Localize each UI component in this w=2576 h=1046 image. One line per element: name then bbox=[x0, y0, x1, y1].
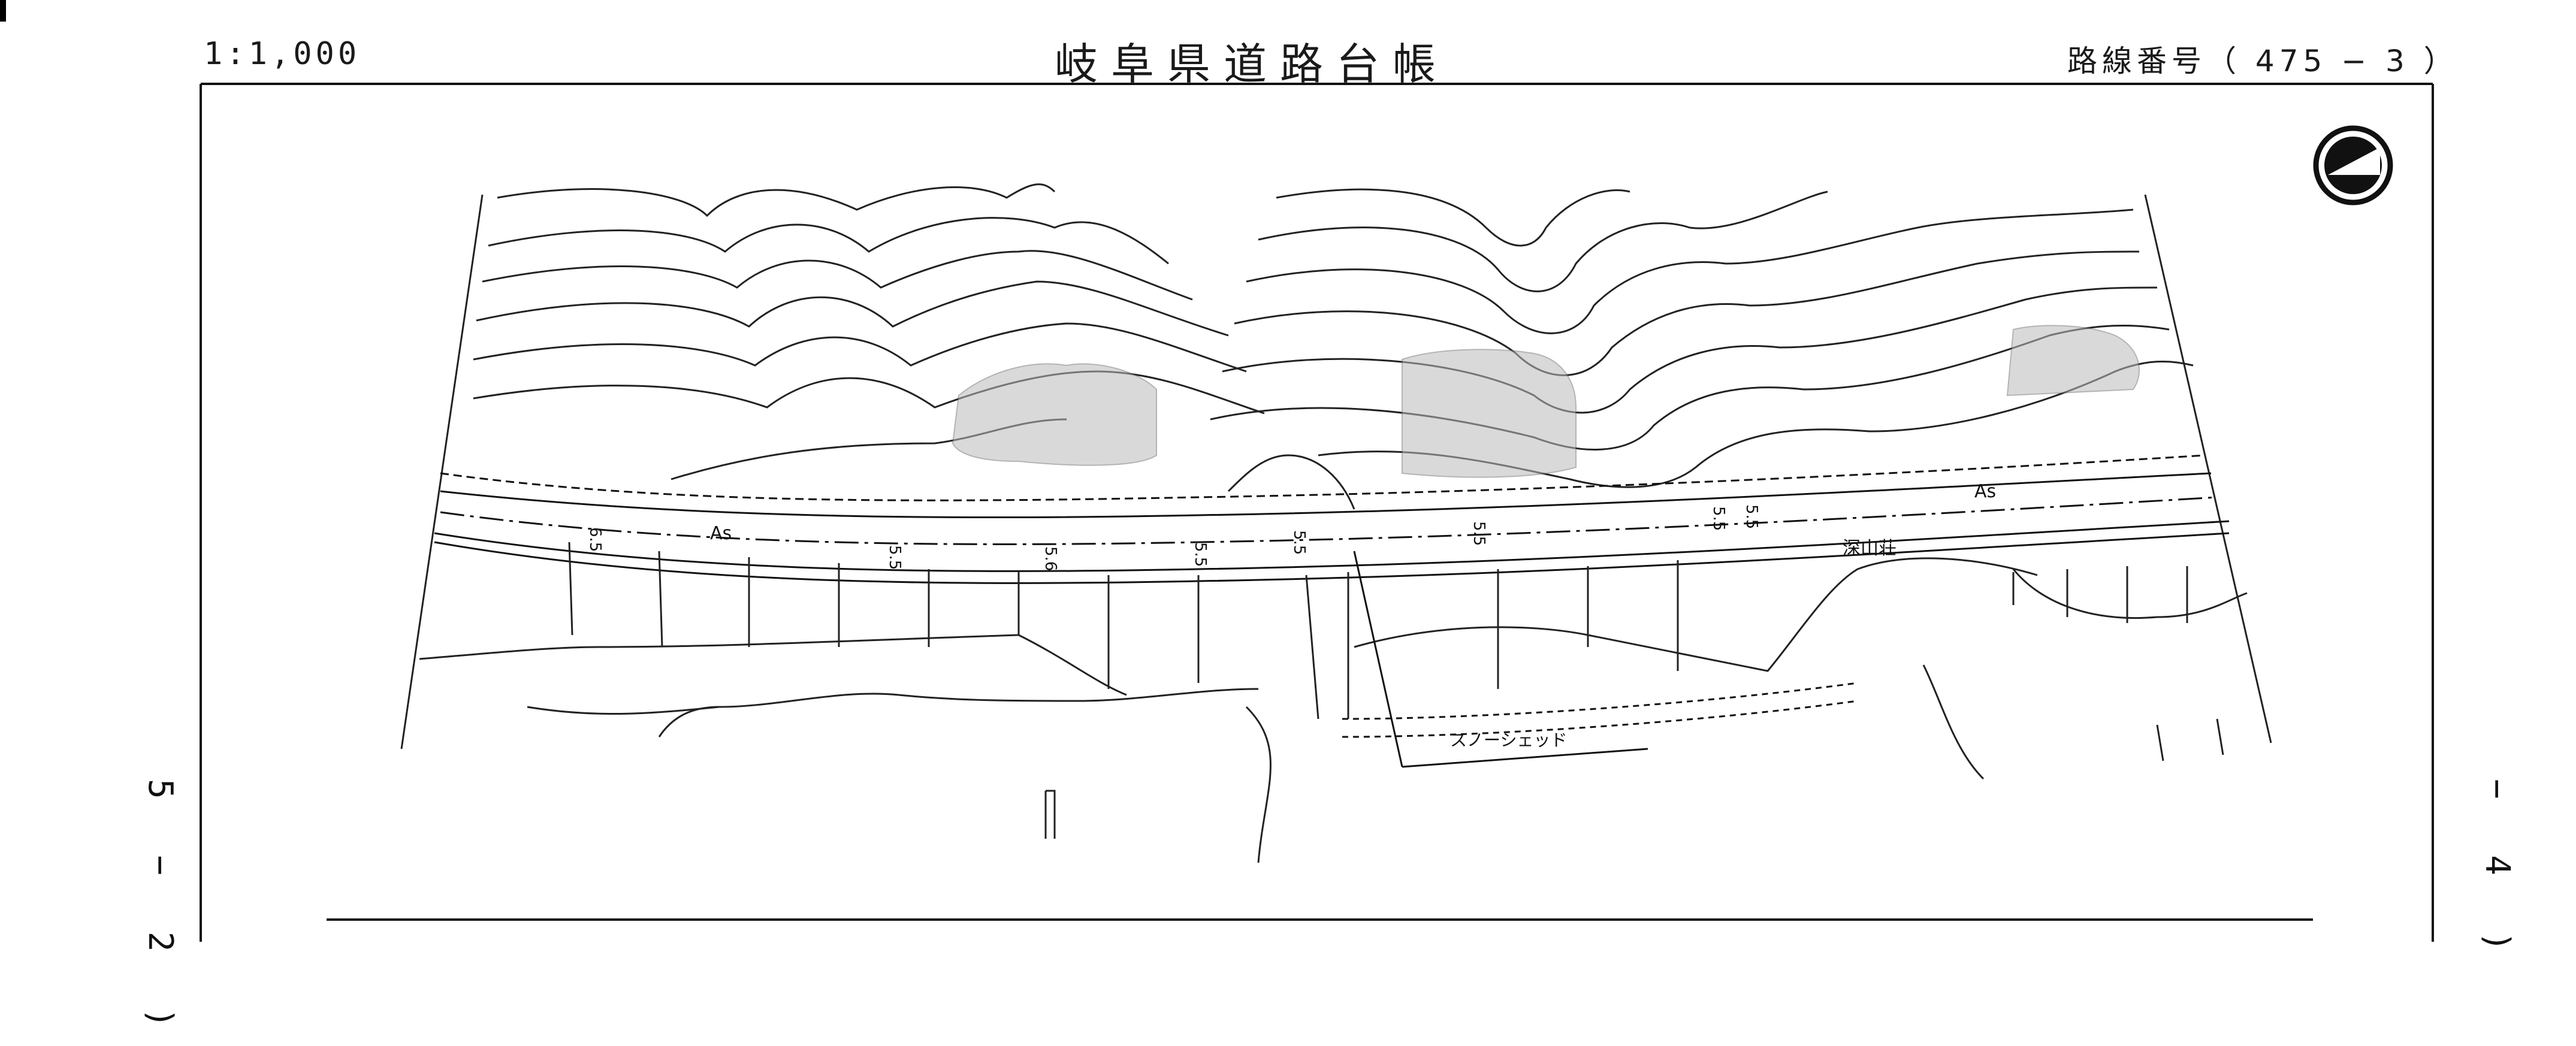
road-surface-label: As bbox=[1974, 481, 1996, 502]
survey-boundary bbox=[400, 194, 2272, 749]
map-title: 岐阜県道路台帳 bbox=[1055, 39, 1449, 89]
terrace-ticks bbox=[568, 542, 2224, 761]
map-labels: As As 6.5 5.5 5.6 5.5 5.5 5.5 5.5 5.5 深山… bbox=[586, 481, 1996, 750]
vegetation-area bbox=[952, 325, 2140, 478]
road-edges bbox=[434, 454, 2230, 584]
contour-lines bbox=[473, 183, 2194, 510]
corner-mark bbox=[0, 0, 6, 22]
road-map-sheet: As As 6.5 5.5 5.6 5.5 5.5 5.5 5.5 5.5 深山… bbox=[0, 0, 2434, 942]
field-boundaries bbox=[419, 557, 2248, 863]
elevation-label: 5.5 bbox=[886, 545, 904, 570]
route-number: 路線番号（ 475 − 3 ） bbox=[2067, 44, 2459, 78]
elevation-label: 5.5 bbox=[1290, 530, 1308, 555]
place-name-label: 深山荘 bbox=[1843, 538, 1896, 559]
elevation-label: 5.5 bbox=[1743, 504, 1760, 529]
elevation-label: 6.5 bbox=[586, 527, 604, 552]
north-arrow-icon bbox=[2313, 125, 2393, 205]
elevation-label: 5.5 bbox=[1710, 506, 1728, 531]
sheet-frame bbox=[200, 83, 2434, 942]
road-surface-label: As bbox=[710, 523, 732, 544]
elevation-label: 5.6 bbox=[1041, 546, 1059, 571]
elevation-label: 5.5 bbox=[1470, 521, 1488, 546]
structure-label: スノーシェッド bbox=[1450, 730, 1567, 750]
elevation-label: 5.5 bbox=[1191, 542, 1209, 567]
map-scale: 1:1,000 bbox=[204, 36, 361, 72]
road-centerline bbox=[440, 496, 2218, 545]
snow-shed bbox=[1342, 551, 1858, 768]
